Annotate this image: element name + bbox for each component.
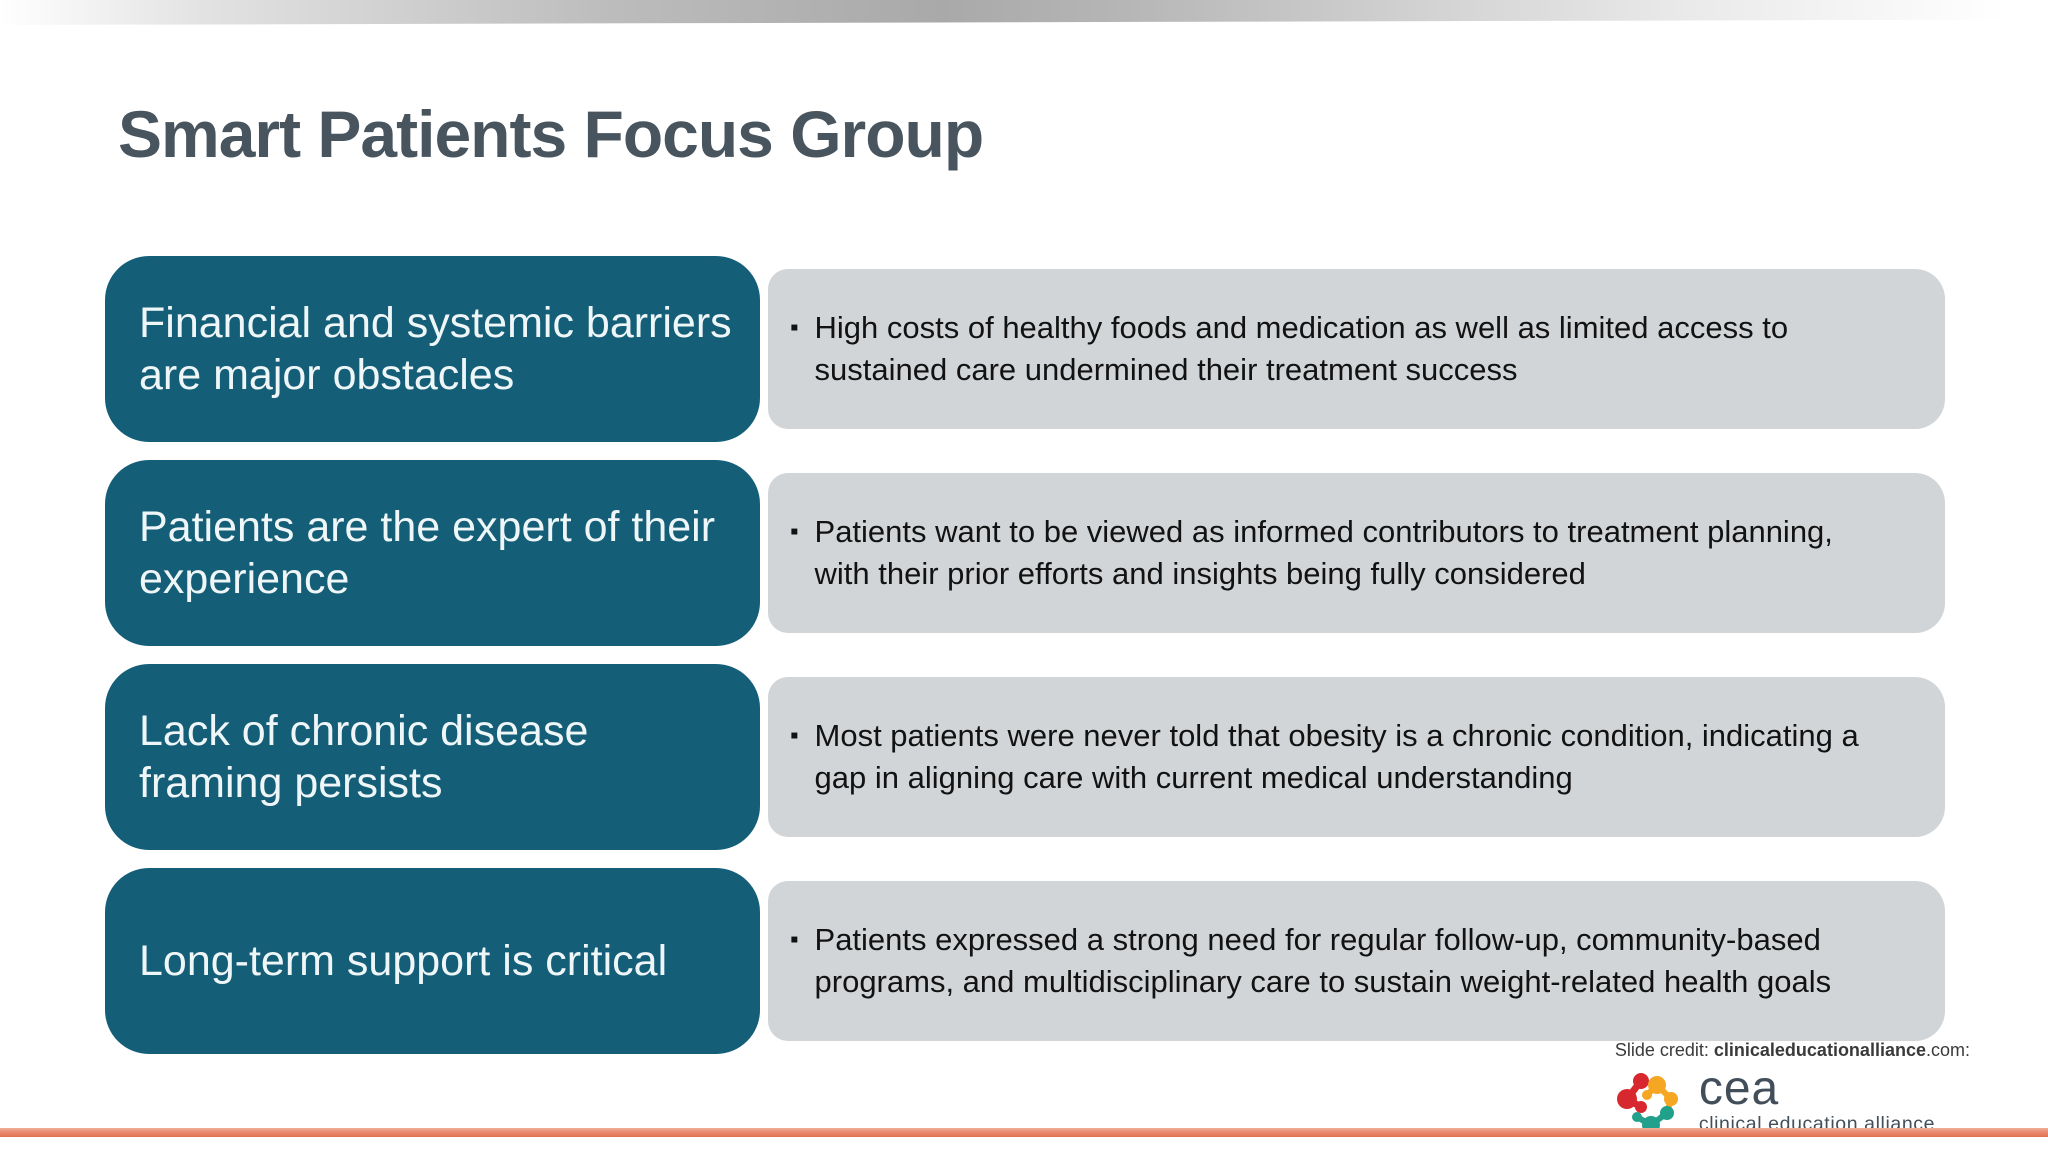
top-gradient-bar: [0, 0, 2048, 25]
cea-logo-icon: [1616, 1073, 1678, 1134]
bullet-text: Patients want to be viewed as informed c…: [814, 514, 1833, 591]
list-item: Financial and systemic barriers are majo…: [105, 256, 1945, 442]
bullet-square-icon: ▪: [790, 314, 799, 342]
page-title: Smart Patients Focus Group: [118, 97, 984, 171]
detail-box: ▪ Most patients were never told that obe…: [768, 677, 1945, 837]
detail-box: ▪ Patients want to be viewed as informed…: [768, 473, 1945, 633]
bottom-accent-line: [0, 1128, 2048, 1137]
heading-box: Lack of chronic disease framing persists: [105, 664, 760, 850]
cea-logo-text-block: cea clinical education alliance: [1698, 1061, 1935, 1137]
bullet-text: High costs of healthy foods and medicati…: [814, 310, 1789, 387]
heading-box: Patients are the expert of their experie…: [105, 460, 760, 646]
heading-text: Long-term support is critical: [139, 936, 668, 985]
heading-text: Lack of chronic disease framing persists: [139, 706, 589, 807]
bullet-item: ▪ Most patients were never told that obe…: [790, 715, 1875, 798]
bullet-item: ▪ High costs of healthy foods and medica…: [790, 307, 1875, 390]
list-item: Lack of chronic disease framing persists…: [105, 664, 1945, 850]
heading-text: Financial and systemic barriers are majo…: [139, 298, 732, 399]
heading-box: Long-term support is critical: [105, 868, 760, 1054]
credit-block: Slide credit: clinicaleducationalliance.…: [1611, 1040, 1970, 1139]
heading-box: Financial and systemic barriers are majo…: [105, 256, 760, 442]
bullet-square-icon: ▪: [790, 518, 799, 546]
detail-box: ▪ High costs of healthy foods and medica…: [768, 269, 1945, 429]
bullet-square-icon: ▪: [790, 722, 799, 750]
credit-prefix: Slide credit:: [1614, 1040, 1714, 1060]
bullet-text: Patients expressed a strong need for reg…: [814, 922, 1832, 999]
list-item: Patients are the expert of their experie…: [105, 460, 1945, 646]
bullet-square-icon: ▪: [790, 926, 799, 954]
list-item: Long-term support is critical ▪ Patients…: [105, 868, 1945, 1054]
bullet-item: ▪ Patients want to be viewed as informed…: [790, 511, 1875, 594]
heading-text: Patients are the expert of their experie…: [139, 502, 716, 603]
focus-group-list: Financial and systemic barriers are majo…: [105, 256, 1945, 1054]
credit-domain: clinicaleducationalliance: [1713, 1040, 1926, 1060]
bullet-text: Most patients were never told that obesi…: [814, 718, 1859, 795]
slide-credit: Slide credit: clinicaleducationalliance.…: [1615, 1040, 1970, 1061]
detail-box: ▪ Patients expressed a strong need for r…: [768, 881, 1945, 1041]
credit-suffix: .com:: [1925, 1040, 1970, 1060]
cea-logo-name: cea: [1698, 1061, 1780, 1115]
bullet-item: ▪ Patients expressed a strong need for r…: [790, 919, 1875, 1002]
